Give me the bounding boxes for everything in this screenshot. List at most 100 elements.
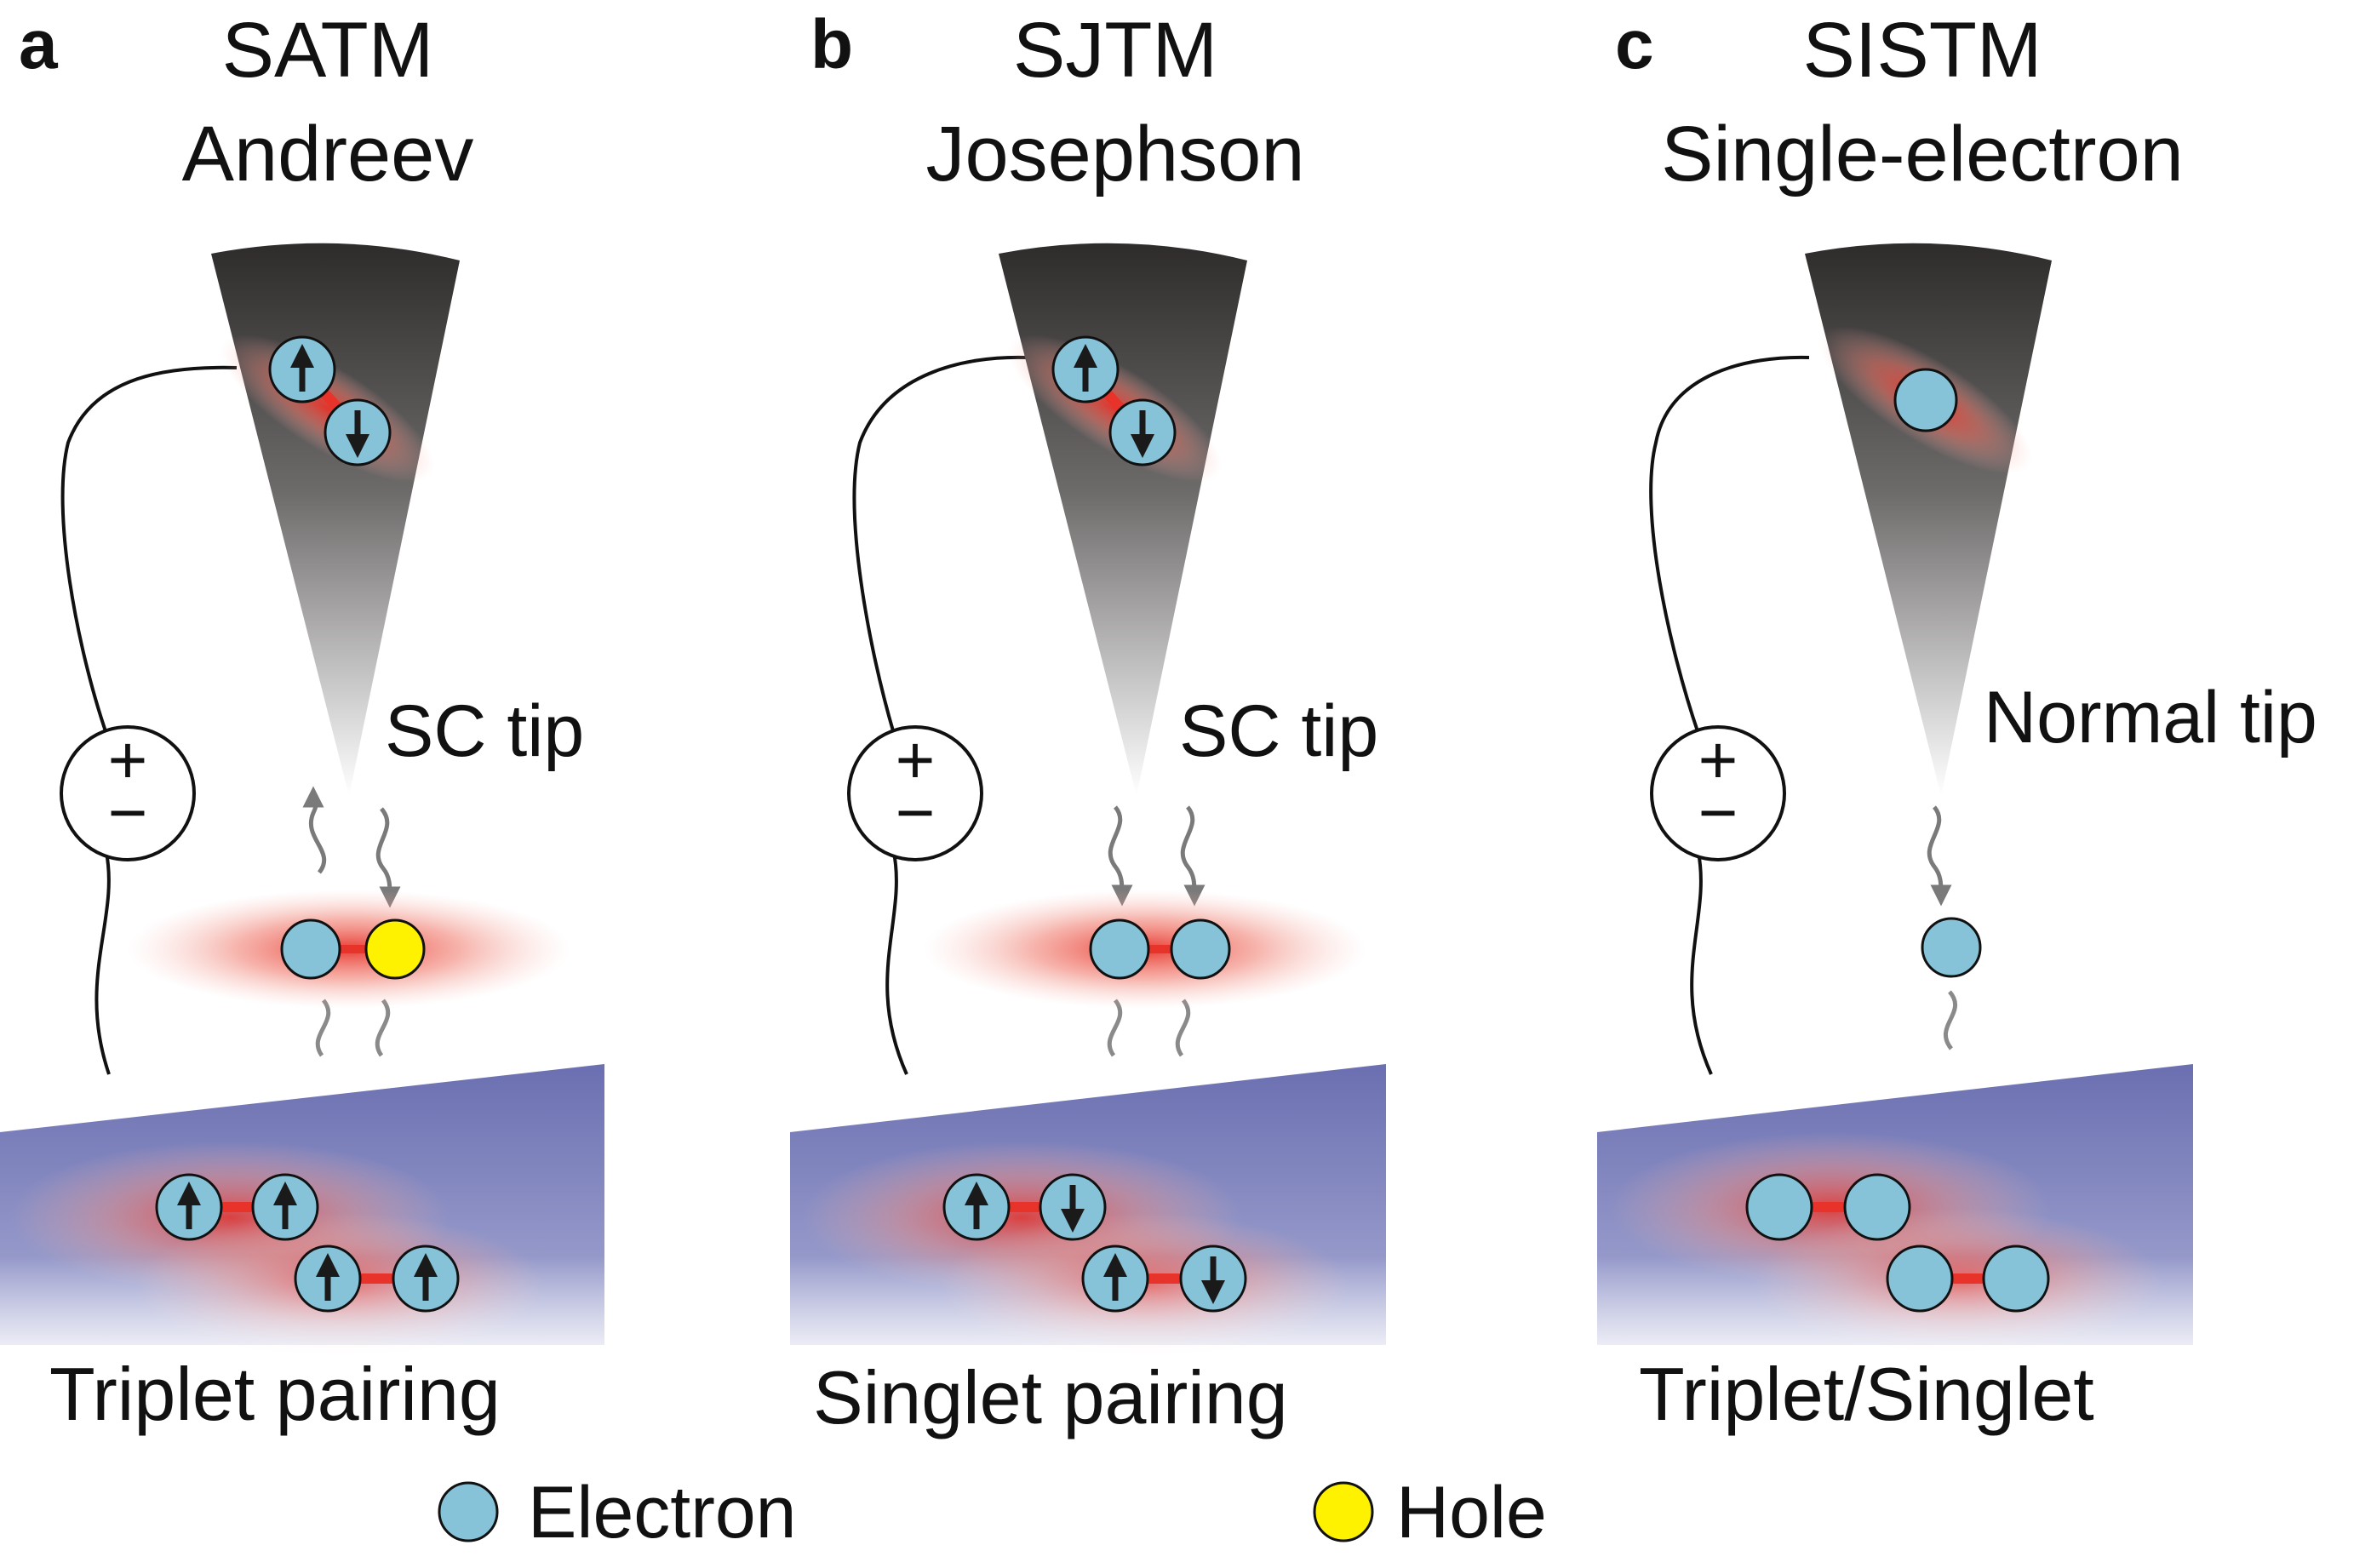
- lattice-atom: [66, 0, 107, 6]
- lattice-bond: [1947, 0, 1973, 6]
- lattice-bond: [894, 3, 919, 14]
- lattice-atom: [965, 0, 1006, 9]
- panel-b: b SJTM Josephson + − SC tip: [664, 0, 1386, 1439]
- lattice-atom: [1840, 0, 1881, 3]
- electron: [1170, 918, 1231, 980]
- lattice-bond: [1668, 19, 1693, 29]
- lattice-atom: [1572, 3, 1612, 34]
- arrow-up-icon: [302, 786, 327, 874]
- lattice-bond: [2025, 0, 2051, 4]
- lattice-atom: [753, 0, 794, 31]
- spin-down-icon: [1061, 1209, 1085, 1233]
- lattice-bond: [939, 13, 965, 23]
- lattice-bond: [1578, 0, 1604, 6]
- sc-tip: [211, 243, 460, 796]
- lattice-atom: [1761, 0, 1802, 7]
- electron-spin-up: [1051, 335, 1120, 403]
- lattice-atom: [976, 0, 1017, 11]
- lattice-bond: [1297, 1, 1322, 11]
- lattice-bond: [1567, 20, 1593, 30]
- lattice-atom: [1279, 0, 1320, 7]
- panel-title-line1: SJTM: [1013, 7, 1217, 94]
- lattice-bond: [186, 0, 212, 9]
- lattice-bond: [883, 25, 908, 35]
- lattice-bond: [1578, 23, 1604, 33]
- lattice-atom: [1482, 0, 1523, 9]
- lattice-atom: [1561, 0, 1601, 4]
- lattice-bond: [726, 9, 752, 20]
- lattice-bond: [198, 2, 223, 12]
- lattice-atom: [1538, 0, 1579, 25]
- lattice-bond: [1263, 10, 1288, 20]
- lattice-bond: [445, 6, 471, 16]
- lattice-atom: [899, 0, 940, 15]
- lattice-bond: [1118, 0, 1143, 3]
- lattice-atom: [2019, 0, 2059, 1]
- lattice-bond: [682, 0, 707, 7]
- lattice-atom: [485, 0, 526, 6]
- lattice-atom: [1549, 0, 1590, 28]
- lattice-bond: [771, 0, 797, 6]
- spin-up-icon: [290, 344, 314, 368]
- lattice-bond: [1757, 0, 1783, 5]
- lattice-atom: [76, 3, 117, 33]
- lattice-bond: [961, 18, 987, 28]
- pairing-caption: Triplet pairing: [49, 1352, 501, 1436]
- lattice-atom: [943, 0, 984, 4]
- lattice-bond: [436, 0, 461, 4]
- lattice-bond: [547, 3, 573, 14]
- spin-down-icon: [1201, 1280, 1225, 1304]
- lattice-atom: [1234, 0, 1274, 3]
- lattice-atom: [259, 0, 300, 5]
- lattice-atom: [88, 5, 129, 36]
- lattice-atom: [169, 0, 209, 7]
- electron-spin-down: [324, 398, 392, 466]
- lattice-bond: [693, 0, 719, 10]
- lattice-bond: [1690, 25, 1715, 35]
- lattice-atom: [1650, 0, 1691, 3]
- lattice-atom: [0, 0, 4, 31]
- lattice-atom: [1962, 0, 2003, 6]
- lattice-bond: [95, 1, 121, 11]
- lattice-bond: [1286, 0, 1311, 10]
- lattice-bond: [1330, 3, 1355, 14]
- lattice-bond: [1589, 26, 1615, 36]
- panel-title-line2: Andreev: [182, 111, 474, 197]
- lattice-atom: [1761, 0, 1802, 28]
- lattice-atom: [1144, 0, 1185, 5]
- lattice-bond: [671, 0, 696, 3]
- lattice-bond: [894, 28, 919, 38]
- lattice-bond: [1768, 18, 1794, 28]
- legend-electron-swatch: [438, 1481, 499, 1542]
- lattice-bond: [480, 0, 506, 8]
- lattice-atom: [518, 0, 559, 9]
- lattice-atom: [2030, 0, 2070, 2]
- lattice-atom: [44, 0, 85, 1]
- lattice-atom: [742, 0, 783, 1]
- circuit-wire: [60, 365, 238, 1075]
- lattice-atom: [2041, 0, 2082, 3]
- lattice-bond: [1308, 2, 1333, 12]
- lattice-atom: [156, 0, 197, 26]
- lattice-atom: [753, 0, 794, 4]
- spin-down-icon: [346, 434, 369, 458]
- lattice-atom: [146, 0, 187, 3]
- lattice-atom: [664, 0, 705, 5]
- lattice-bond: [1522, 6, 1548, 16]
- lattice-atom: [854, 0, 895, 6]
- lattice-bond: [749, 16, 775, 26]
- lattice-atom: [429, 0, 470, 1]
- lattice-bond: [2104, 1, 2129, 11]
- lattice-atom: [1951, 0, 1992, 5]
- electron: [280, 918, 341, 980]
- lattice-atom: [686, 0, 727, 11]
- lattice-atom: [1257, 0, 1297, 5]
- lattice-bond: [2036, 0, 2062, 5]
- lattice-bond: [1746, 13, 1772, 23]
- lattice-bond: [514, 1, 540, 11]
- lattice-atom: [1572, 0, 1612, 7]
- arrow-down-icon: [1180, 805, 1206, 907]
- lattice-bond: [928, 10, 954, 20]
- lattice-atom: [54, 0, 94, 27]
- lattice-atom: [1706, 0, 1747, 15]
